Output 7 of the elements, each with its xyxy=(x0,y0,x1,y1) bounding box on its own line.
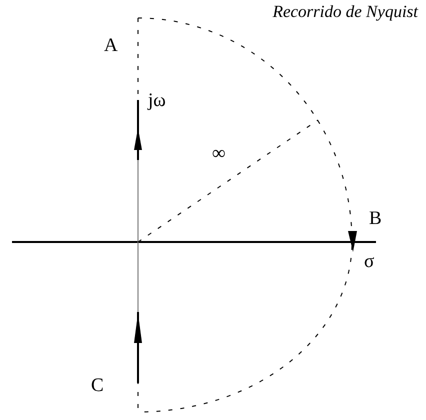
axis-label: σ xyxy=(364,252,374,271)
diagram-title: Recorrido de Nyquist xyxy=(272,2,418,22)
radius-label: ∞ xyxy=(212,144,226,163)
point-label: B xyxy=(369,209,382,228)
axis-label: jω xyxy=(148,91,166,110)
point-label: C xyxy=(91,376,104,395)
point-label: A xyxy=(104,36,118,55)
